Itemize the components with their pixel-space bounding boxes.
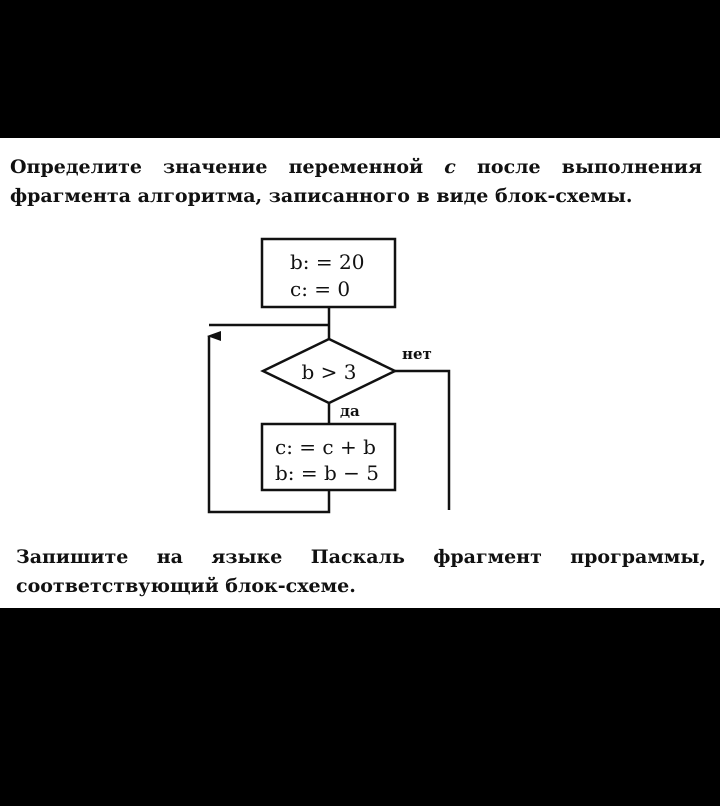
init-block bbox=[260, 237, 397, 309]
init-line-1: b: = 20 bbox=[290, 250, 364, 274]
question-line-1-start: Определите значение переменной bbox=[10, 156, 445, 178]
loop-back-arrow bbox=[207, 331, 331, 514]
init-line-2: c: = 0 bbox=[290, 277, 350, 301]
question-variable: с bbox=[444, 156, 456, 178]
loop-line-1: c: = c + b bbox=[275, 435, 376, 459]
question-text: Определите значение переменной с после в… bbox=[10, 153, 702, 211]
flowchart: b: = 20 c: = 0 b > 3 нет да c: = c + b b… bbox=[207, 237, 451, 514]
yes-label: да bbox=[340, 402, 360, 420]
task-page: Определите значение переменной с после в… bbox=[0, 138, 720, 608]
question-line-1: Определите значение переменной с после в… bbox=[10, 153, 702, 182]
task-line-1: Запишите на языке Паскаль фрагмент прогр… bbox=[16, 546, 706, 568]
condition-text: b > 3 bbox=[302, 360, 357, 384]
loop-body-block bbox=[260, 422, 397, 492]
no-label: нет bbox=[402, 345, 432, 363]
no-branch-line bbox=[395, 369, 451, 510]
task-line-2: соответствующий блок-схеме. bbox=[16, 575, 356, 597]
loop-line-2: b: = b − 5 bbox=[275, 461, 379, 485]
question-line-1-end: после выполнения bbox=[455, 156, 702, 178]
question-line-2: фрагмента алгоритма, записанного в виде … bbox=[10, 185, 633, 207]
task-text: Запишите на языке Паскаль фрагмент прогр… bbox=[16, 543, 706, 601]
